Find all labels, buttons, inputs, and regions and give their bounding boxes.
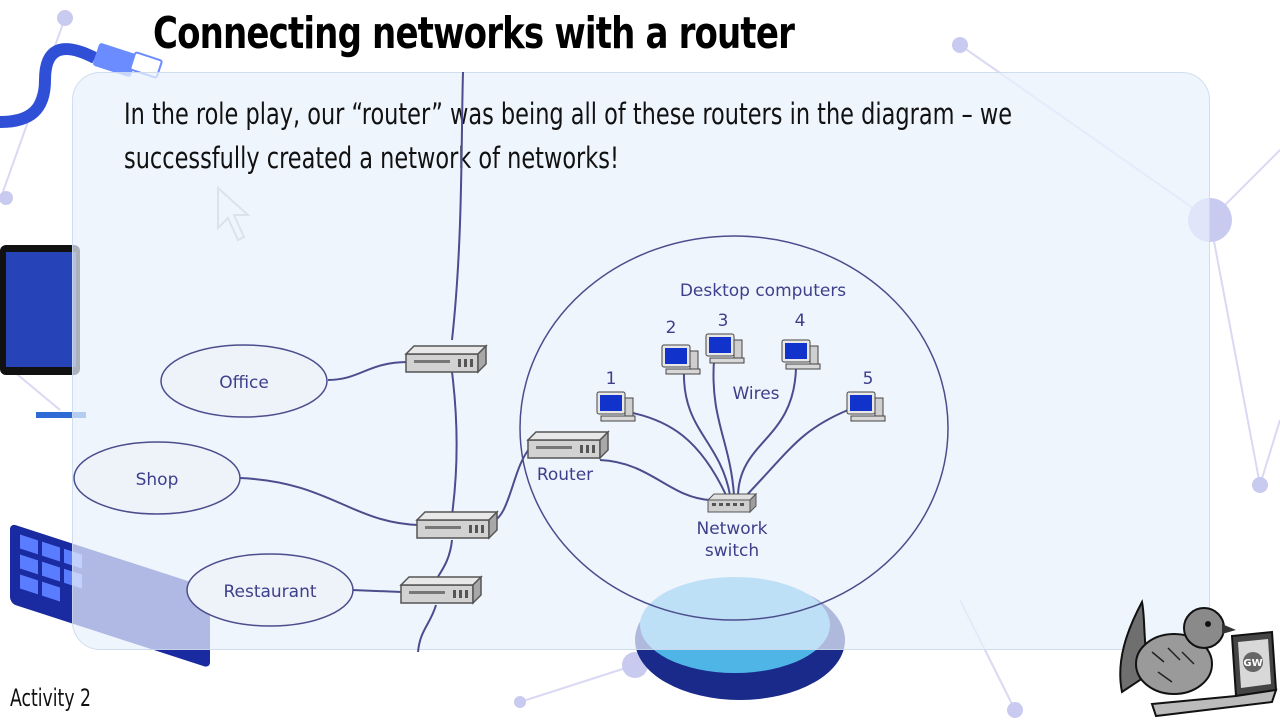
activity-label: Activity 2 [10,684,92,712]
computer-number-4: 4 [795,311,806,331]
intro-text: In the role play, our “router” was being… [124,92,1070,180]
router-label: Router [537,465,593,485]
router-icon [405,345,487,373]
switch-label-line2: switch [705,541,759,561]
intro-line-2: successfully created a network of networ… [124,141,619,175]
switch-label-line1: Network [697,519,768,539]
network-shop: Shop [73,441,241,515]
network-switch-icon [706,492,758,514]
slide-title: Connecting networks with a router [153,8,795,59]
network-label-restaurant: Restaurant [223,582,316,602]
desktop-computer-icon [661,344,701,375]
desktop-computer-icon [846,391,886,422]
wren-laptop-logo: GW [1119,599,1278,718]
desktop-computers-label: Desktop computers [680,281,846,301]
network-label-shop: Shop [136,470,179,490]
network-office: Office [160,344,328,418]
router-icon [527,431,609,459]
desktop-computer-icon [596,391,636,422]
router-icon [416,511,498,539]
computer-number-5: 5 [863,369,874,389]
intro-line-1: In the role play, our “router” was being… [124,97,1013,131]
network-restaurant: Restaurant [186,553,354,627]
desktop-computer-icon [781,339,821,370]
computer-number-2: 2 [666,318,677,338]
computer-number-1: 1 [606,369,617,389]
wires-label: Wires [732,384,779,404]
computer-number-3: 3 [718,311,729,331]
router-icon [400,576,482,604]
network-label-office: Office [219,373,269,393]
logo-badge-text: GW [1243,658,1262,669]
desktop-computer-icon [705,333,745,364]
network-wires [239,71,849,653]
lan-boundary [519,235,949,621]
